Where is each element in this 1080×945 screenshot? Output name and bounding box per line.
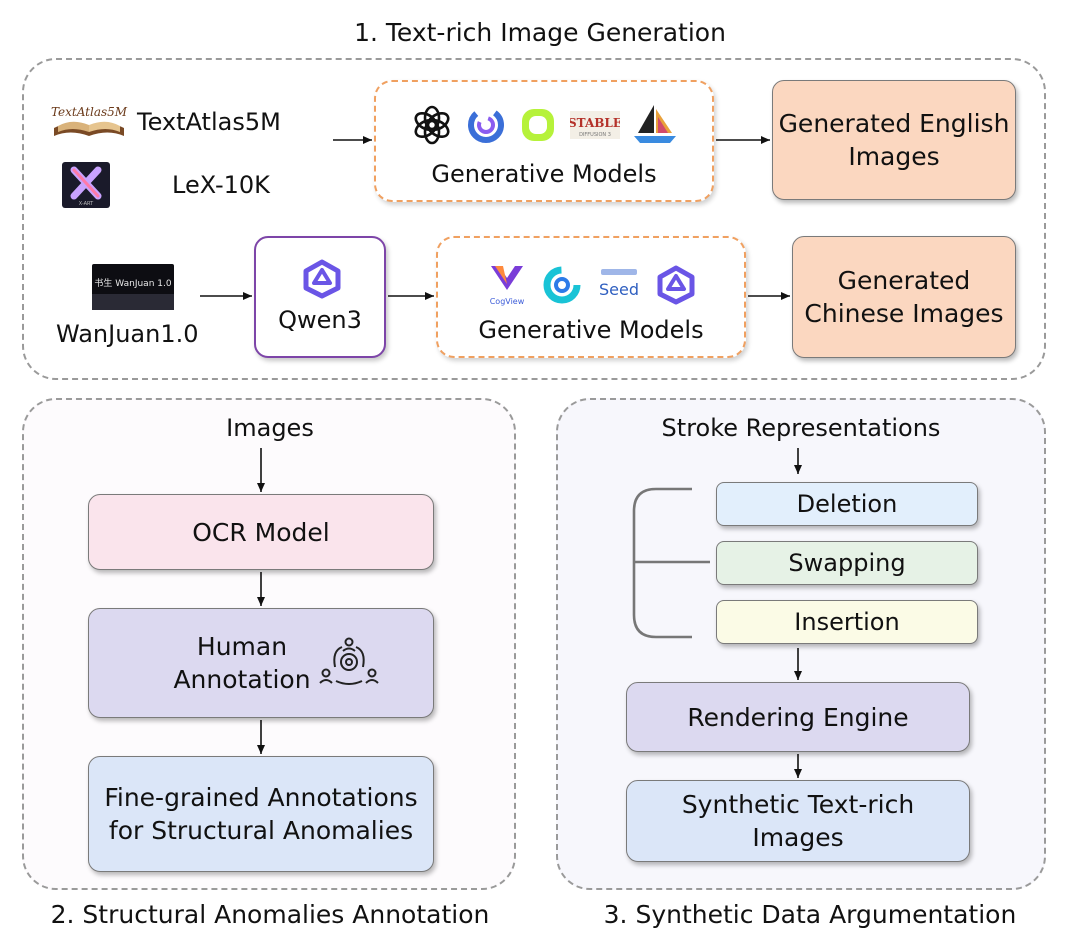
lex-logo-text: X-ART <box>79 201 94 207</box>
fine-grained-annotations-box: Fine-grained Annotations for Structural … <box>88 756 434 872</box>
spiral-model-logo-icon <box>466 105 506 149</box>
generated-english-images: Generated English Images <box>772 80 1016 200</box>
stable-logo-text: STABLE <box>570 116 620 130</box>
deletion-box: Deletion <box>716 482 978 526</box>
cogview-logo-icon: CogView <box>485 262 529 312</box>
section2-title: 2. Structural Anomalies Annotation <box>50 900 490 929</box>
qwen3-label: Qwen3 <box>278 306 362 334</box>
wanjuan-logo-icon: 书生 WanJuan 1.0 <box>92 264 174 310</box>
synthetic-images-box: Synthetic Text-rich Images <box>626 780 970 862</box>
diffusion-logo-text: DIFFUSION 3 <box>579 132 611 138</box>
insertion-box: Insertion <box>716 600 978 644</box>
wanjuan-logo-text: 书生 WanJuan 1.0 <box>94 277 171 289</box>
openai-logo-icon <box>410 103 454 151</box>
human-annotation-label: Human Annotation <box>173 632 311 694</box>
green-model-logo-icon <box>518 105 558 149</box>
seed-logo-icon: Seed <box>595 267 643 307</box>
qwen-generator-logo-icon <box>655 264 697 310</box>
human-annotation-box: Human Annotation <box>88 608 434 718</box>
qwen-logo-icon <box>301 258 343 304</box>
generated-chinese-images: Generated Chinese Images <box>792 236 1016 358</box>
generative-models-en-label: Generative Models <box>431 160 657 188</box>
team-settings-icon <box>318 637 380 695</box>
section2-input-images: Images <box>226 414 314 442</box>
lex-logo-icon: X-ART <box>62 162 110 208</box>
section1-title: 1. Text-rich Image Generation <box>354 18 726 47</box>
stable-diffusion-logo-icon: STABLE DIFFUSION 3 <box>568 107 622 147</box>
ocr-model-box: OCR Model <box>88 494 434 570</box>
section3-input-stroke-representations: Stroke Representations <box>661 414 941 442</box>
generative-models-zh-label: Generative Models <box>478 316 704 344</box>
qwen3-box: Qwen3 <box>254 236 386 358</box>
textatlas-logo-text: TextAtlas5M <box>51 105 128 119</box>
rendering-engine-box: Rendering Engine <box>626 682 970 752</box>
section1-panel <box>22 58 1046 380</box>
source-lex10k: LeX-10K <box>172 171 270 199</box>
swirl-model-logo-icon <box>541 264 583 310</box>
textatlas-logo-icon: TextAtlas5M <box>50 98 128 142</box>
section3-title: 3. Synthetic Data Argumentation <box>603 900 1017 929</box>
generative-models-en: STABLE DIFFUSION 3 Generative Models <box>374 80 714 202</box>
generative-models-zh: CogView Seed Generative Models <box>436 236 746 358</box>
source-wanjuan: WanJuan1.0 <box>56 320 199 348</box>
generative-models-en-logos: STABLE DIFFUSION 3 <box>376 102 712 152</box>
source-textatlas: TextAtlas5M <box>137 108 281 136</box>
swapping-box: Swapping <box>716 541 978 585</box>
cogview-logo-text: CogView <box>490 297 525 306</box>
midjourney-sailboat-logo-icon <box>632 103 678 151</box>
operations-bracket <box>632 487 710 639</box>
generative-models-zh-logos: CogView Seed <box>438 262 744 312</box>
seed-logo-text: Seed <box>599 280 639 299</box>
